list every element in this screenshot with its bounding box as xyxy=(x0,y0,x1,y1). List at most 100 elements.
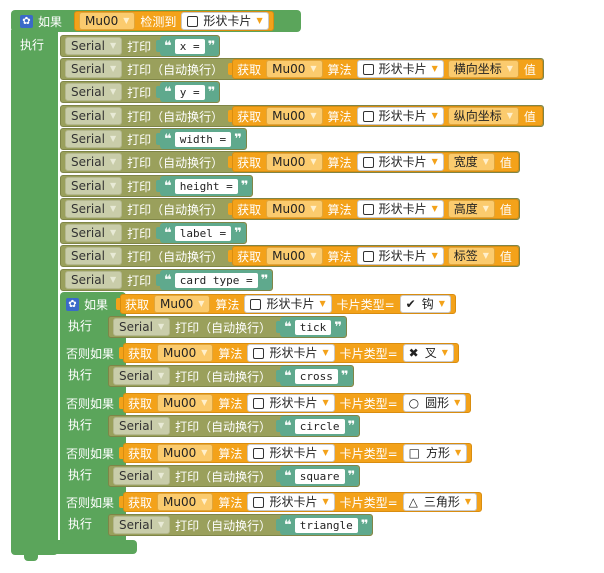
sensor-dropdown[interactable]: Mu00▼ xyxy=(266,247,323,265)
serial-dropdown[interactable]: Serial▼ xyxy=(65,130,123,148)
algorithm-dropdown[interactable]: 形状卡片▼ xyxy=(247,444,335,462)
serial-print-row[interactable]: Serial▼打印（自动换行）❝tick❞ xyxy=(108,316,347,338)
algorithm-dropdown[interactable]: 形状卡片▼ xyxy=(356,60,444,78)
sensor-dropdown[interactable]: Mu00▼ xyxy=(157,344,214,362)
string-value-field[interactable]: square xyxy=(294,468,345,484)
string-block[interactable]: ❝card type =❞ xyxy=(160,270,273,290)
serial-dropdown[interactable]: Serial▼ xyxy=(65,37,123,55)
serial-print-row[interactable]: Serial▼打印（自动换行）❝square❞ xyxy=(108,465,361,487)
sensor-dropdown[interactable]: Mu00▼ xyxy=(266,200,323,218)
string-block[interactable]: ❝circle❞ xyxy=(280,416,360,436)
string-value-field[interactable]: x = xyxy=(174,38,205,54)
serial-dropdown[interactable]: Serial▼ xyxy=(65,153,123,171)
string-block[interactable]: ❝tick❞ xyxy=(280,317,346,337)
sensor-dropdown[interactable]: Mu00▼ xyxy=(154,295,211,313)
string-block[interactable]: ❝height =❞ xyxy=(160,176,253,196)
sensor-dropdown[interactable]: Mu00▼ xyxy=(266,153,323,171)
algorithm-dropdown[interactable]: 形状卡片▼ xyxy=(247,344,335,362)
input-notch xyxy=(228,250,234,262)
serial-print-row[interactable]: Serial▼打印❝y =❞ xyxy=(60,81,221,103)
sensor-dropdown[interactable]: Mu00▼ xyxy=(266,60,323,78)
property-dropdown[interactable]: 横向坐标▼ xyxy=(447,60,519,78)
property-dropdown[interactable]: 标签▼ xyxy=(447,247,495,265)
sensor-dropdown[interactable]: Mu00▼ xyxy=(266,107,323,125)
serial-dropdown[interactable]: Serial▼ xyxy=(65,200,123,218)
string-value-field[interactable]: card type = xyxy=(174,272,258,288)
card-type-dropdown[interactable]: ○圆形▼ xyxy=(402,394,467,412)
algorithm-dropdown[interactable]: 形状卡片▼ xyxy=(356,153,444,171)
sensor-dropdown[interactable]: Mu00▼ xyxy=(79,12,136,30)
serial-print-row[interactable]: Serial▼打印❝card type =❞ xyxy=(60,269,274,291)
card-type-dropdown[interactable]: ✔钩▼ xyxy=(399,295,451,313)
serial-print-row[interactable]: Serial▼打印（自动换行）❝triangle❞ xyxy=(108,514,374,536)
string-value-field[interactable]: label = xyxy=(174,225,232,241)
algorithm-dropdown[interactable]: 形状卡片▼ xyxy=(356,247,444,265)
string-block[interactable]: ❝triangle❞ xyxy=(280,515,373,535)
serial-dropdown[interactable]: Serial▼ xyxy=(113,367,171,385)
string-value-field[interactable]: width = xyxy=(174,131,232,147)
serial-dropdown[interactable]: Serial▼ xyxy=(113,417,171,435)
serial-dropdown[interactable]: Serial▼ xyxy=(113,318,171,336)
string-value-field[interactable]: height = xyxy=(174,178,238,194)
string-value-field[interactable]: tick xyxy=(294,319,332,335)
serial-dropdown[interactable]: Serial▼ xyxy=(113,467,171,485)
string-value-field[interactable]: circle xyxy=(294,418,345,434)
serial-print-row[interactable]: Serial▼打印（自动换行）❝circle❞ xyxy=(108,415,361,437)
string-block[interactable]: ❝label =❞ xyxy=(160,223,246,243)
sensor-dropdown[interactable]: Mu00▼ xyxy=(157,394,214,412)
string-value-field[interactable]: y = xyxy=(174,84,205,100)
string-block[interactable]: ❝cross❞ xyxy=(280,366,353,386)
serial-print-row[interactable]: Serial▼打印❝width =❞ xyxy=(60,128,247,150)
card-type-dropdown[interactable]: □方形▼ xyxy=(402,444,468,462)
serial-dropdown[interactable]: Serial▼ xyxy=(65,247,123,265)
serial-print-row[interactable]: Serial▼打印❝label =❞ xyxy=(60,222,247,244)
card-type-dropdown[interactable]: ✖叉▼ xyxy=(402,344,454,362)
algorithm-dropdown[interactable]: 形状卡片▼ xyxy=(247,394,335,412)
property-dropdown[interactable]: 纵向坐标▼ xyxy=(447,107,519,125)
string-value-field[interactable]: cross xyxy=(294,368,338,384)
serial-dropdown[interactable]: Serial▼ xyxy=(113,516,171,534)
sensor-dropdown[interactable]: Mu00▼ xyxy=(157,493,214,511)
serial-dropdown[interactable]: Serial▼ xyxy=(65,83,123,101)
string-value-field[interactable]: triangle xyxy=(294,517,358,533)
gear-icon[interactable]: ✿ xyxy=(66,297,79,311)
sensor-dropdown[interactable]: Mu00▼ xyxy=(157,444,214,462)
gear-icon[interactable]: ✿ xyxy=(20,14,33,28)
string-block[interactable]: ❝x =❞ xyxy=(160,36,220,56)
property-dropdown[interactable]: 高度▼ xyxy=(447,200,495,218)
string-block[interactable]: ❝width =❞ xyxy=(160,129,246,149)
serial-dropdown[interactable]: Serial▼ xyxy=(65,271,123,289)
serial-dropdown[interactable]: Serial▼ xyxy=(65,107,123,125)
algorithm-dropdown[interactable]: 形状卡片▼ xyxy=(244,295,332,313)
algorithm-dropdown[interactable]: 形状卡片▼ xyxy=(356,200,444,218)
target-dropdown[interactable]: 形状卡片▼ xyxy=(181,12,269,30)
serial-print-row[interactable]: Serial▼打印❝x =❞ xyxy=(60,35,221,57)
serial-print-row[interactable]: Serial▼打印❝height =❞ xyxy=(60,175,254,197)
serial-dropdown[interactable]: Serial▼ xyxy=(65,224,123,242)
algorithm-dropdown[interactable]: 形状卡片▼ xyxy=(247,493,335,511)
serial-print-row[interactable]: Serial▼打印（自动换行）❝cross❞ xyxy=(108,365,354,387)
property-dropdown[interactable]: 宽度▼ xyxy=(447,153,495,171)
serial-dropdown[interactable]: Serial▼ xyxy=(65,177,123,195)
serial-dropdown[interactable]: Serial▼ xyxy=(65,60,123,78)
string-block[interactable]: ❝square❞ xyxy=(280,466,360,486)
string-block[interactable]: ❝y =❞ xyxy=(160,82,220,102)
sensor-detect-block[interactable]: Mu00▼ 检测到 形状卡片▼ xyxy=(74,11,274,31)
card-type-dropdown[interactable]: △三角形▼ xyxy=(402,493,478,511)
algorithm-dropdown[interactable]: 形状卡片▼ xyxy=(356,107,444,125)
